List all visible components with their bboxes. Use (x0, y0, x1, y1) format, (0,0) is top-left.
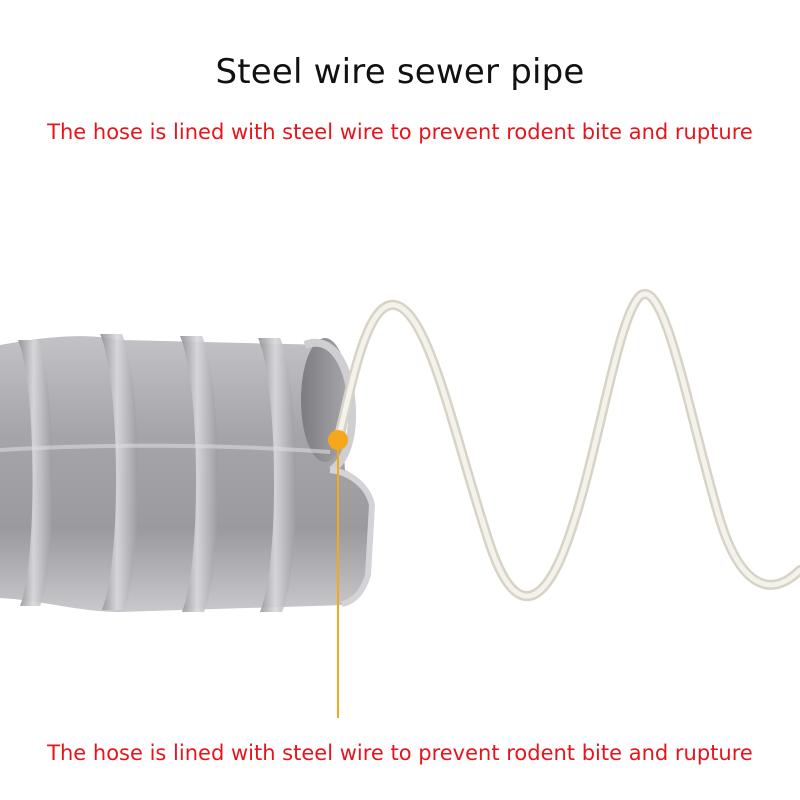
callout-dot (328, 430, 348, 450)
caption-bottom: The hose is lined with steel wire to pre… (47, 741, 753, 765)
hose (0, 334, 376, 612)
hose-ribs (18, 334, 297, 612)
callout-marker (328, 430, 348, 718)
page-title: Steel wire sewer pipe (215, 52, 585, 92)
caption-top: The hose is lined with steel wire to pre… (47, 120, 753, 144)
steel-wire (333, 288, 800, 602)
